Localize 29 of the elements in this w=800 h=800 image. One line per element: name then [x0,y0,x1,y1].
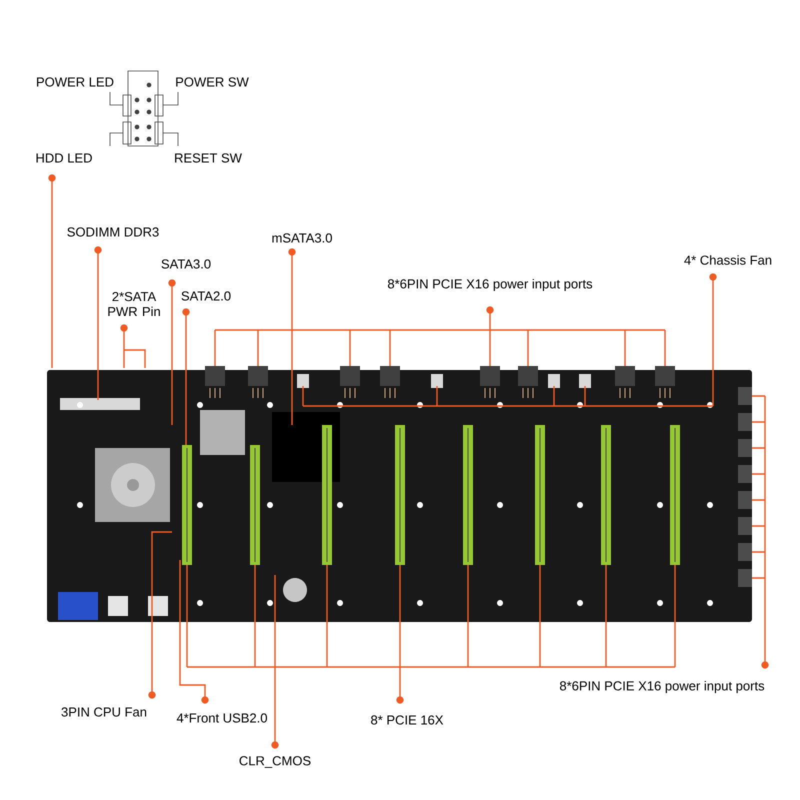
leader-line [186,564,676,704]
pin-label: RESET SW [175,153,242,163]
callout-text: 4* Chassis Fan [684,255,772,265]
leader-line [182,308,190,445]
callout-text: 2*SATA PWR Pin [108,292,160,316]
leader-line [168,279,176,425]
leader-line [271,575,279,749]
callout-text: 8* PCIE 16X [371,715,444,725]
callout-text: SODIMM DDR3 [67,227,159,237]
callout-text: 8*6PIN PCIE X16 power input ports [560,680,764,694]
leader-line [214,306,666,367]
leader-line [302,273,717,407]
callout-text: 4*Front USB2.0 [176,713,267,723]
pin-label: POWER LED [37,77,114,87]
callout-text: 3PIN CPU Fan [62,707,146,717]
callout-text: mSATA3.0 [272,233,332,243]
callout-text: SATA2.0 [182,291,231,301]
leader-line [179,560,209,704]
leader-line [48,174,56,368]
leader-line [751,395,769,669]
callout-text: 8*6PIN PCIE X16 power input ports [388,278,592,292]
leader-line [120,324,146,369]
callout-text: SATA3.0 [162,259,211,269]
leader-line [288,248,296,425]
callout-text: HDD LED [36,154,92,162]
callout-text: CLR_CMOS [240,756,311,768]
leader-line [94,246,102,400]
leader-line [148,531,172,699]
pin-label: POWER SW [176,77,249,87]
